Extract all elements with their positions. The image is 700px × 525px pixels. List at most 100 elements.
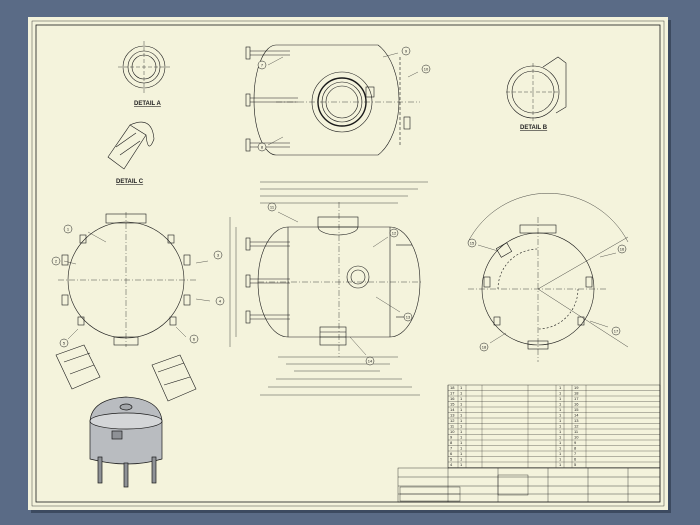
bom-cell: 8 — [574, 446, 577, 451]
bom-cell: 1 — [559, 462, 562, 467]
bom-cell: 10 — [450, 429, 455, 434]
bom-cell: 1 — [460, 424, 463, 429]
bom-cell: 1 — [460, 435, 463, 440]
bom-cell: 11 — [574, 429, 579, 434]
svg-text:5: 5 — [63, 341, 66, 346]
balloon-callout: 17 — [611, 326, 621, 336]
bom-cell: 1 — [559, 391, 562, 396]
balloon-callout: 11 — [267, 202, 277, 212]
detail-c-label: DETAIL C — [116, 179, 144, 185]
bom-cell: 19 — [574, 385, 579, 390]
detail-a-label: DETAIL A — [134, 101, 162, 107]
top-view — [245, 44, 420, 156]
bom-cell: 1 — [460, 462, 463, 467]
engineering-drawing: DETAIL A DETAIL B DETAIL C 1234567891011… — [31, 20, 665, 507]
bom-cell: 1 — [460, 396, 463, 401]
balloon-callout: 1 — [63, 224, 73, 234]
bom-cell: 10 — [574, 435, 579, 440]
balloon-callout: 13 — [403, 312, 413, 322]
bom-cell: 18 — [450, 385, 455, 390]
isometric-tank — [89, 396, 163, 488]
svg-text:1: 1 — [67, 227, 70, 232]
bom-cell: 1 — [460, 407, 463, 412]
bom-cell: 13 — [450, 413, 455, 418]
left-side-view — [55, 212, 198, 402]
bom-cell: 17 — [574, 396, 579, 401]
bom-cell: 1 — [559, 429, 562, 434]
bom-cell: 12 — [574, 424, 579, 429]
title-block — [397, 467, 661, 503]
bom-cell: 7 — [450, 446, 453, 451]
svg-text:17: 17 — [614, 329, 619, 334]
bom-cell: 1 — [460, 391, 463, 396]
detail-a-view — [118, 41, 170, 93]
svg-text:8: 8 — [261, 145, 264, 150]
bom-cell: 1 — [559, 435, 562, 440]
balloon-callout: 6 — [189, 334, 199, 344]
bom-cell: 5 — [450, 457, 453, 462]
balloon-callout: 5 — [59, 338, 69, 348]
bom-cell: 6 — [450, 451, 453, 456]
svg-text:7: 7 — [261, 63, 264, 68]
bom-cell: 14 — [450, 407, 455, 412]
bom-cell: 8 — [450, 440, 453, 445]
bom-cell: 13 — [574, 418, 579, 423]
bom-cell: 1 — [559, 396, 562, 401]
svg-text:12: 12 — [392, 231, 397, 236]
balloon-callout: 18 — [479, 342, 489, 352]
bom-cell: 1 — [559, 418, 562, 423]
bom-cell: 1 — [460, 457, 463, 462]
bom-cell: 1 — [460, 402, 463, 407]
bom-cell: 11 — [450, 424, 455, 429]
revision-block — [399, 486, 461, 502]
bom-cell: 5 — [574, 462, 577, 467]
bom-cell: 1 — [460, 429, 463, 434]
svg-text:4: 4 — [219, 299, 222, 304]
bom-cell: 1 — [460, 451, 463, 456]
detail-b-label: DETAIL B — [520, 125, 548, 131]
svg-text:2: 2 — [55, 259, 58, 264]
svg-text:16: 16 — [620, 247, 625, 252]
balloon-callout: 8 — [257, 142, 267, 152]
balloon-callout: 15 — [467, 238, 477, 248]
balloon-callout: 7 — [257, 60, 267, 70]
bom-cell: 18 — [574, 391, 579, 396]
bom-cell: 14 — [574, 413, 579, 418]
bom-cell: 1 — [460, 418, 463, 423]
bom-cell: 16 — [450, 396, 455, 401]
balloon-callout: 9 — [401, 46, 411, 56]
bom-cell: 1 — [559, 402, 562, 407]
svg-text:18: 18 — [482, 345, 487, 350]
bom-cell: 16 — [574, 402, 579, 407]
bom-cell: 1 — [559, 407, 562, 412]
bom-cell: 9 — [574, 440, 577, 445]
svg-text:6: 6 — [193, 337, 196, 342]
svg-text:10: 10 — [424, 67, 429, 72]
front-view — [229, 181, 428, 396]
bom-cell: 1 — [559, 385, 562, 390]
balloon-callout: 12 — [389, 228, 399, 238]
bom-cell: 17 — [450, 391, 455, 396]
balloon-callout: 2 — [51, 256, 61, 266]
balloon-callout: 16 — [617, 244, 627, 254]
bom-cell: 1 — [559, 424, 562, 429]
detail-b-view — [506, 56, 567, 121]
bom-cell: 1 — [559, 440, 562, 445]
svg-text:13: 13 — [406, 315, 411, 320]
balloon-callout: 10 — [421, 64, 431, 74]
svg-text:14: 14 — [368, 359, 373, 364]
bom-cell: 1 — [559, 457, 562, 462]
svg-text:3: 3 — [217, 253, 220, 258]
bom-cell: 12 — [450, 418, 455, 423]
bom-cell: 1 — [460, 446, 463, 451]
bom-cell: 7 — [574, 451, 577, 456]
detail-c-view — [107, 121, 155, 170]
balloon-callout: 4 — [215, 296, 225, 306]
svg-text:9: 9 — [405, 49, 408, 54]
bom-cell: 1 — [559, 446, 562, 451]
bom-cell: 9 — [450, 435, 453, 440]
bom-cell: 4 — [450, 462, 453, 467]
